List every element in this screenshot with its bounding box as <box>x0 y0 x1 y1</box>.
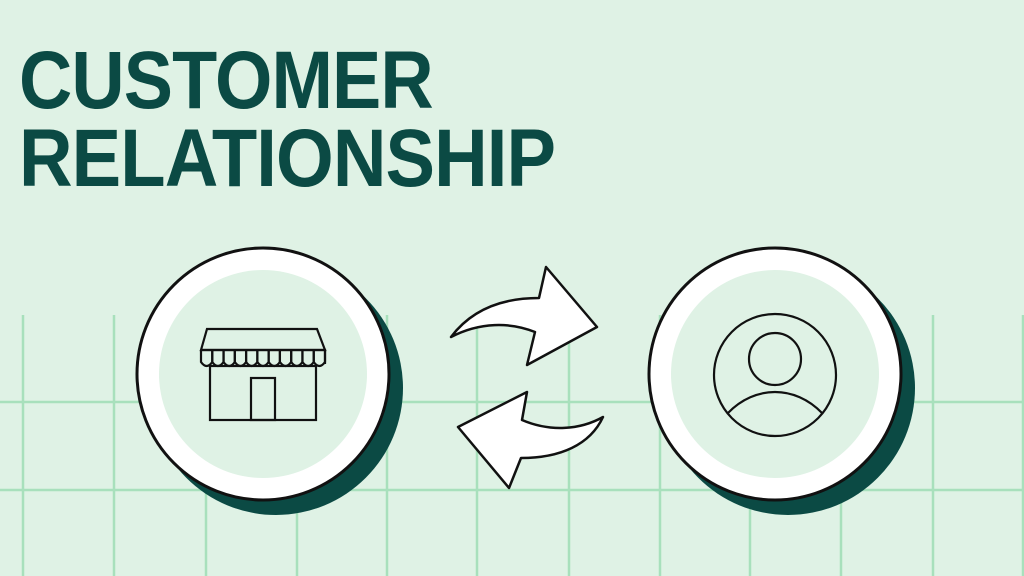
title-line-1: CUSTOMER <box>19 35 434 126</box>
storefront-icon <box>199 327 327 422</box>
arrow-left-icon <box>456 390 605 490</box>
exchange-arrows-icon <box>449 265 605 490</box>
title-line-2: RELATIONSHIP <box>19 113 556 204</box>
user-profile-icon <box>712 312 838 438</box>
arrow-right-icon <box>449 265 599 367</box>
store-badge <box>135 246 403 515</box>
user-badge <box>647 246 915 515</box>
awning-scallop <box>312 350 327 368</box>
